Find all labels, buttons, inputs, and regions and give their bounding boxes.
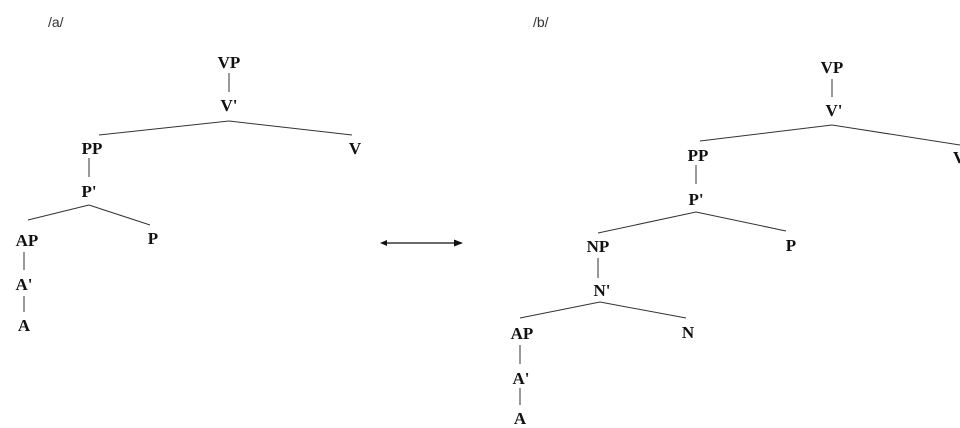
edge-b-vbar-v <box>831 124 960 146</box>
tree-a-node-p: P <box>148 229 158 248</box>
tree-a-node-abar: A' <box>16 275 33 294</box>
tree-a-node-v: V <box>349 139 362 158</box>
transformation-arrow <box>380 239 463 247</box>
tree-b-node-vp: VP <box>821 58 844 77</box>
panel-label-b: /b/ <box>533 14 549 30</box>
tree-b-node-a: A <box>514 409 527 428</box>
tree-a-node-pbar: P' <box>81 182 96 201</box>
tree-a-nodes: VP V' PP V P' AP P A' A <box>16 53 362 335</box>
tree-a-node-a: A <box>18 316 31 335</box>
edge-a-vbar-v <box>228 120 353 136</box>
tree-b-node-v: V <box>953 148 960 167</box>
edge-b-pbar-p <box>695 211 787 232</box>
tree-b-node-pp: PP <box>688 146 709 165</box>
tree-b-node-nbar: N' <box>594 281 611 300</box>
tree-a-node-vbar: V' <box>221 96 238 115</box>
edge-a-pbar-p <box>88 204 151 226</box>
arrow-right-head <box>454 239 463 247</box>
tree-a-node-pp: PP <box>82 139 103 158</box>
edge-a-vbar-pp <box>98 120 230 136</box>
tree-a-edges <box>23 73 353 312</box>
tree-b-nodes: VP V' PP V P' NP P N' AP N A' A <box>511 58 960 428</box>
edge-b-nbar-n <box>599 301 687 319</box>
tree-a-node-vp: VP <box>218 53 241 72</box>
tree-b-node-abar: A' <box>513 369 530 388</box>
edge-b-vbar-pp <box>699 124 833 142</box>
tree-a-node-ap: AP <box>16 231 39 250</box>
tree-b-node-pbar: P' <box>688 190 703 209</box>
tree-b-node-p: P <box>786 236 796 255</box>
edge-b-nbar-ap <box>519 301 601 319</box>
tree-b-node-n: N <box>682 323 695 342</box>
panel-label-a: /a/ <box>48 14 64 30</box>
tree-b-node-vbar: V' <box>826 101 843 120</box>
tree-b-node-np: NP <box>587 237 610 256</box>
edge-a-pbar-ap <box>27 204 90 221</box>
edge-b-pbar-np <box>597 211 697 234</box>
arrow-left-head <box>380 240 387 246</box>
tree-b-node-ap: AP <box>511 324 534 343</box>
tree-b-edges <box>519 79 960 405</box>
